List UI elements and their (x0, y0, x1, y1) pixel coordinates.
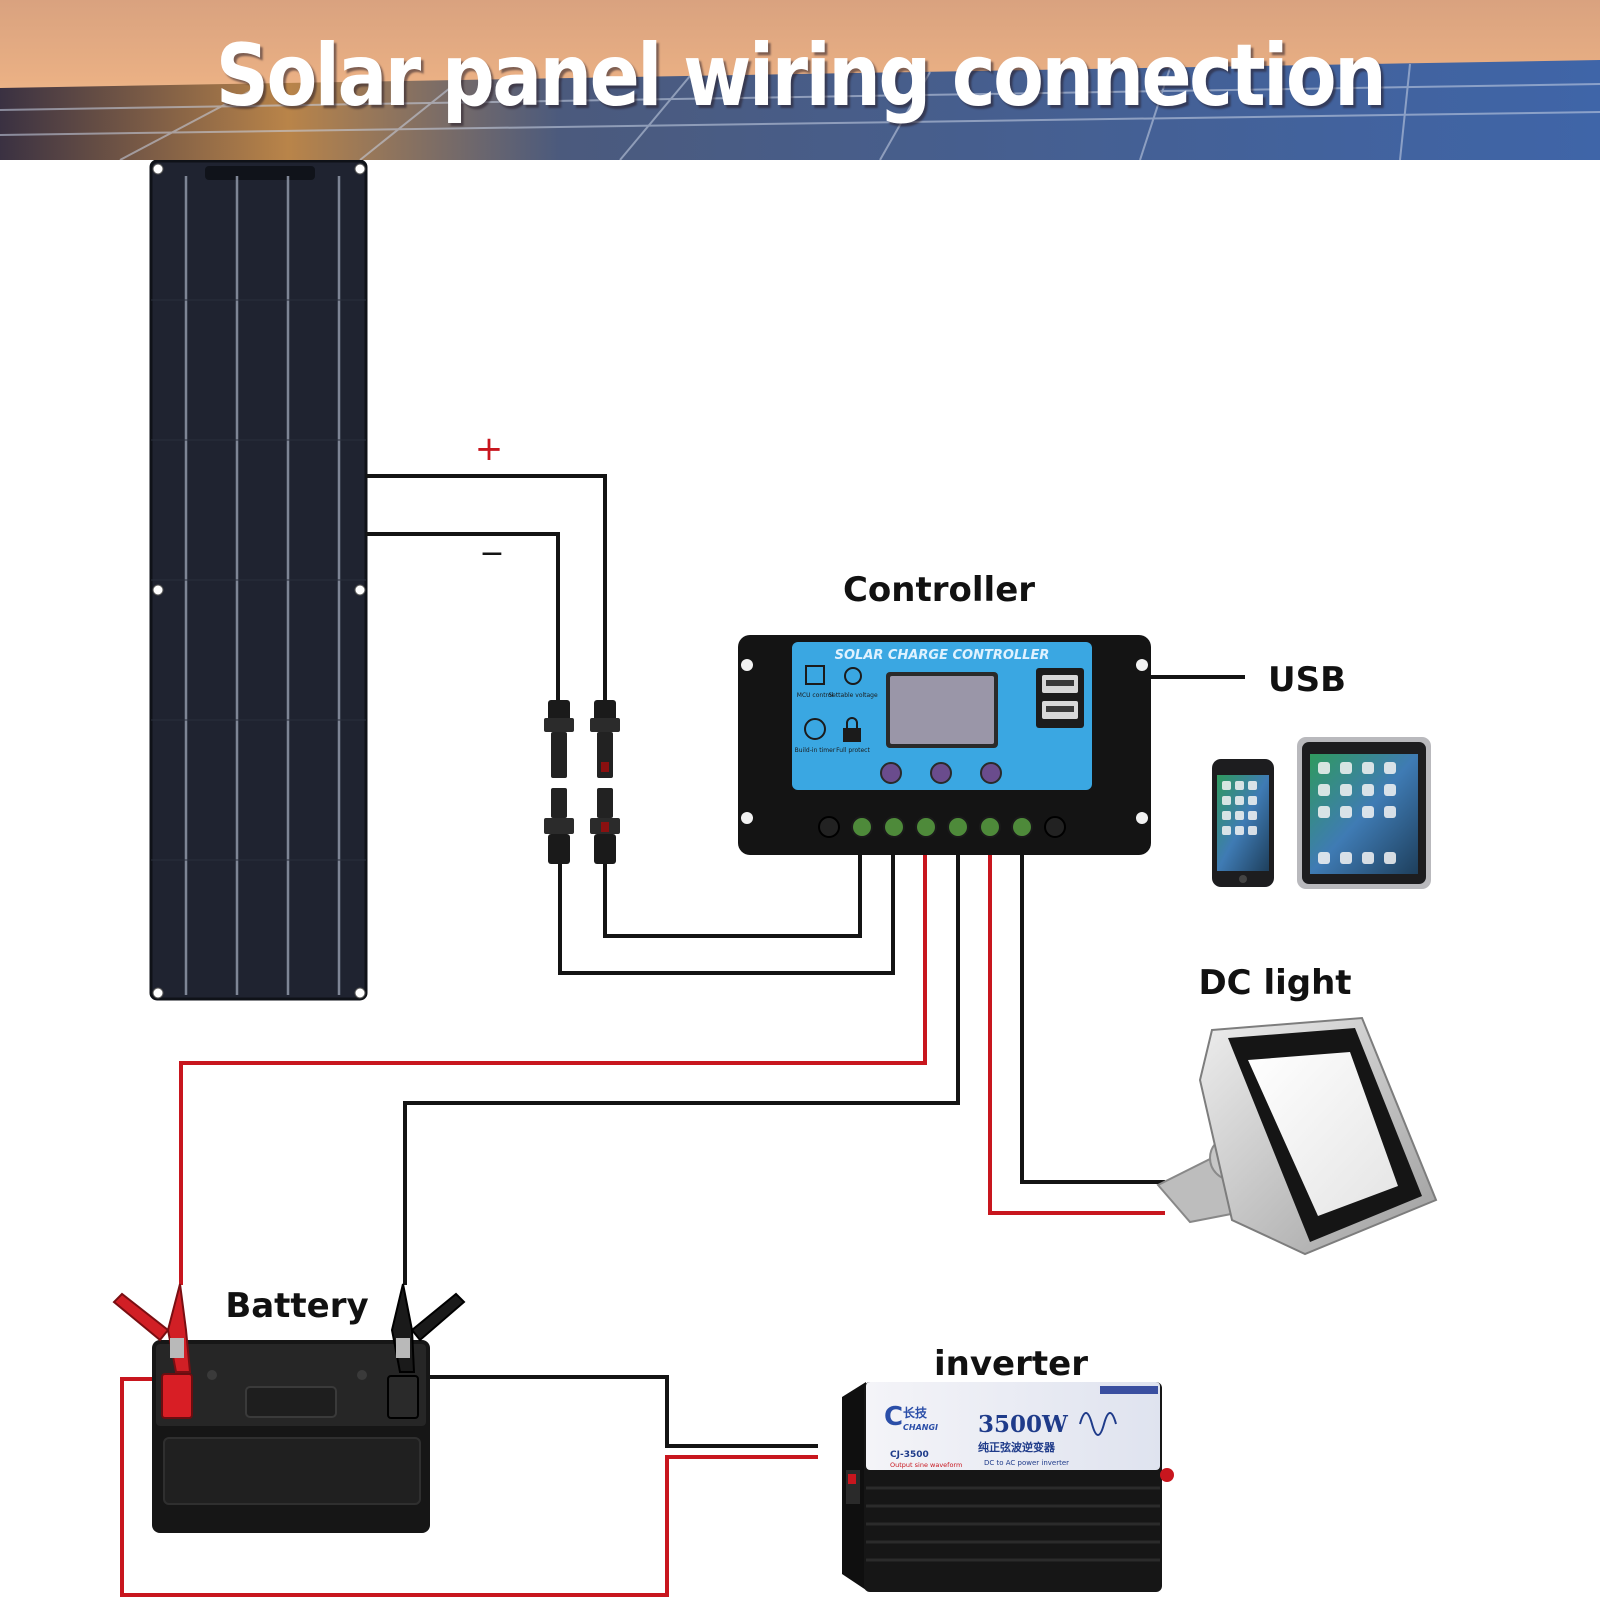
inverter-brand: CHANGI (903, 1423, 938, 1432)
battery-to-inverter-positive (120, 1377, 818, 1597)
charge-controller: SOLAR CHARGE CONTROLLER MCU control Sett… (738, 635, 1151, 855)
panel-positive-wire (366, 474, 607, 700)
mc4-connectors (544, 700, 620, 864)
battery (152, 1340, 430, 1533)
positive-sign: + (475, 429, 504, 469)
clock-icon (804, 718, 826, 740)
controller-icons (804, 665, 862, 742)
red-alligator-clip (112, 1283, 192, 1373)
dc-floodlight (1156, 1016, 1438, 1256)
inverter-cn-text: 纯正弦波逆变器 (978, 1440, 1056, 1454)
mc4-bottom-right (590, 788, 620, 864)
sine-wave-icon (1079, 1412, 1117, 1436)
lock-icon (843, 728, 861, 742)
battery-positive-wire (179, 850, 927, 1285)
page-title: Solar panel wiring connection (215, 26, 1387, 126)
icon-label-timer: Build-in timer (795, 747, 836, 754)
pv-negative-to-controller (558, 850, 895, 975)
solar-panel (149, 160, 368, 1001)
title-banner: Solar panel wiring connection (0, 0, 1600, 160)
banner-background (0, 0, 1600, 160)
usb-ports (1036, 668, 1084, 728)
black-wires (366, 474, 1245, 1448)
controller-label: Controller (843, 570, 1035, 610)
mc4-bottom-left (544, 788, 574, 864)
mcu-icon (805, 665, 825, 685)
battery-negative-wire (403, 850, 960, 1285)
dc-light-label: DC light (1198, 963, 1351, 1003)
battery-positive-terminal (161, 1373, 193, 1419)
light-negative-wire (1020, 850, 1165, 1184)
panel-negative-wire (366, 532, 560, 700)
smartphone (1212, 759, 1274, 887)
battery-negative-terminal (387, 1375, 419, 1419)
controller-terminals (818, 816, 1066, 838)
battery-label: Battery (225, 1286, 368, 1326)
inverter-model: CJ-3500 (890, 1450, 929, 1460)
inverter-label: inverter (934, 1344, 1088, 1384)
icon-label-protect: Full protect (836, 747, 870, 754)
black-alligator-clip (390, 1283, 466, 1373)
controller-buttons (880, 762, 1002, 784)
tablet (1297, 737, 1431, 889)
icon-label-settable: Settable voltage (828, 692, 878, 699)
wiring-diagram: SOLAR CHARGE CONTROLLER MCU control Sett… (112, 160, 1438, 1597)
light-positive-wire (988, 850, 1165, 1215)
pv-positive-to-controller (603, 850, 862, 938)
mc4-top-right (590, 700, 620, 778)
inverter-waveform: Output sine waveform (890, 1461, 962, 1469)
inverter-logo-icon: C (884, 1402, 903, 1432)
inverter-brand-cn: 长技 (903, 1405, 928, 1420)
controller-face-header: SOLAR CHARGE CONTROLLER (835, 648, 1050, 663)
inverter: C 长技 CHANGI 3500W 纯正弦波逆变器 CJ-3500 DC to … (842, 1382, 1174, 1592)
icon-label-mcu: MCU control (797, 692, 834, 699)
battery-to-inverter-negative (425, 1375, 818, 1448)
red-wires (120, 850, 1165, 1597)
negative-sign: − (479, 536, 504, 571)
lcd-screen (890, 676, 994, 744)
inverter-desc: DC to AC power inverter (984, 1459, 1069, 1467)
usb-label: USB (1268, 660, 1346, 700)
mc4-top-left (544, 700, 574, 778)
inverter-power: 3500W (978, 1411, 1069, 1438)
gear-icon (844, 667, 862, 685)
